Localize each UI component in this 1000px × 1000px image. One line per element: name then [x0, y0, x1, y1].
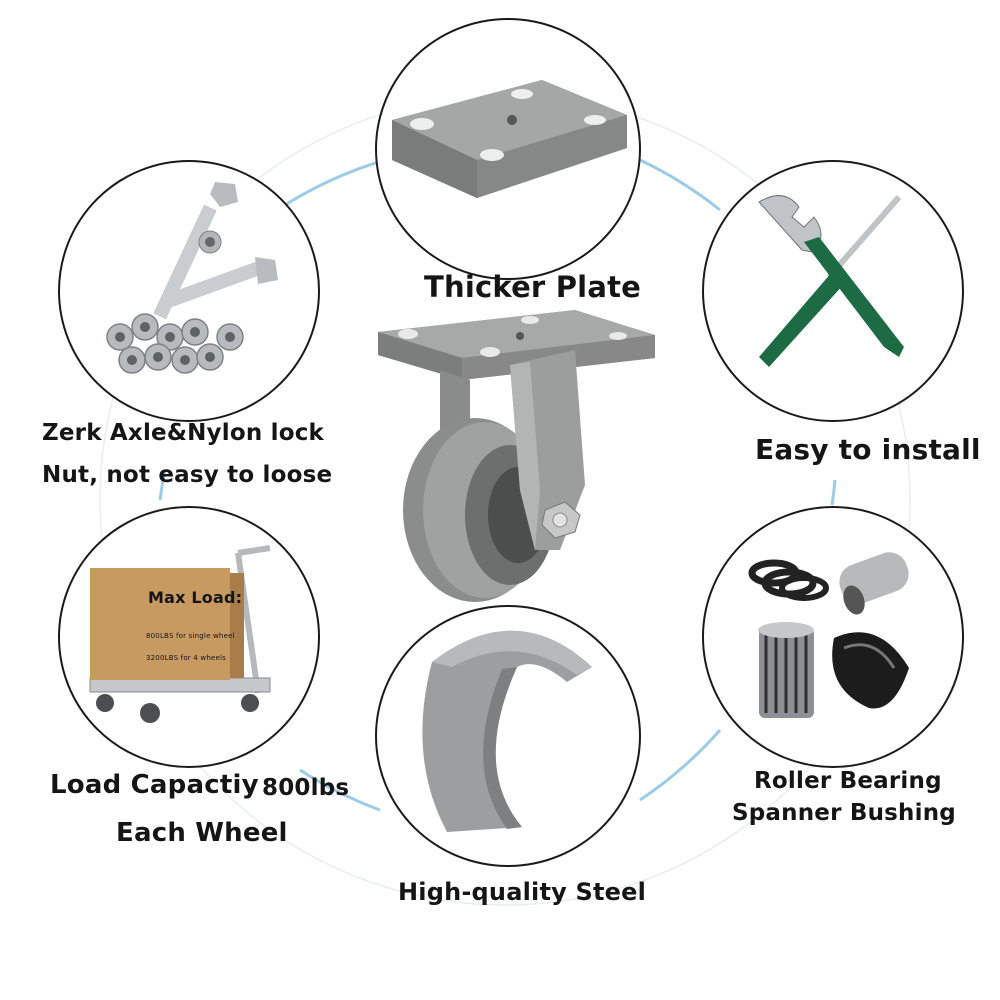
load-label-line1: Load Capactiy [50, 770, 259, 800]
cart-with-box-icon [89, 545, 271, 723]
bearing-label-line1: Roller Bearing [754, 768, 942, 794]
caster-wheel-icon [378, 310, 655, 602]
install-label: Easy to install [755, 433, 981, 466]
bolts-and-nuts-icon [106, 182, 278, 374]
load-label-line2: Each Wheel [116, 818, 288, 848]
steel-wheel-section-icon [422, 630, 592, 832]
box-line1: 800LBS for single wheel [146, 632, 235, 640]
axle-label-line1: Zerk Axle&Nylon lock [42, 420, 325, 446]
bearing-badge [702, 506, 964, 768]
mounting-plate-icon [392, 80, 627, 198]
axle-label-line2: Nut, not easy to loose [42, 462, 333, 488]
box-line2: 3200LBS for 4 wheels [146, 654, 226, 662]
plate-badge [375, 18, 641, 280]
roller-bearing-and-bushing-icon [748, 552, 909, 718]
bearing-label-line2: Spanner Bushing [732, 800, 956, 826]
box-title: Max Load: [148, 588, 243, 607]
install-badge [702, 160, 964, 422]
axle-badge [58, 160, 320, 422]
wrench-and-screwdriver-icon [758, 195, 904, 367]
steel-badge [375, 605, 641, 867]
load-badge: Max Load: 800LBS for single wheel 3200LB… [58, 506, 320, 768]
plate-label: Thicker Plate [424, 270, 642, 304]
steel-label: High-quality Steel [398, 878, 647, 906]
load-label-value: 800lbs [262, 775, 350, 801]
